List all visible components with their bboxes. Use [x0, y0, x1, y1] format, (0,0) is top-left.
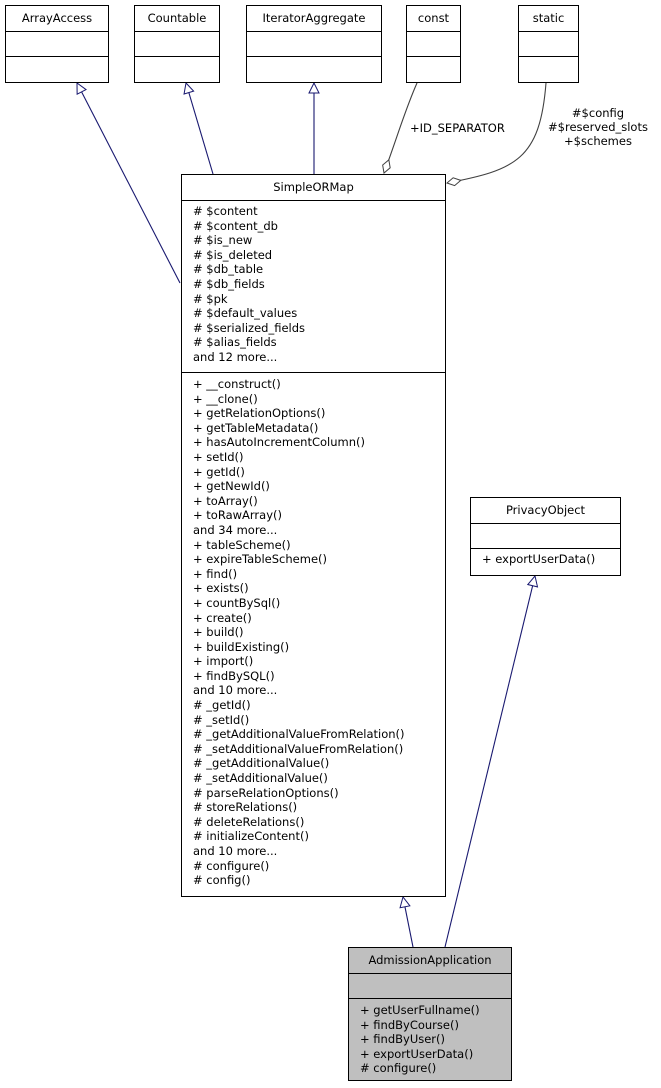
class-box-countable[interactable]: Countable — [134, 5, 220, 83]
methods-section: + __construct()+ __clone()+ getRelationO… — [182, 373, 445, 890]
method-line: + findByUser() — [360, 1032, 446, 1047]
method-line: + buildExisting() — [193, 639, 290, 654]
method-line: and 10 more... — [193, 683, 278, 698]
method-line: # initializeContent() — [193, 829, 309, 844]
methods-section — [247, 57, 381, 82]
inherit-arrow-countable — [186, 83, 214, 175]
class-box-simple-orm-map[interactable]: SimpleORMap # $content# $content_db# $is… — [181, 174, 446, 897]
method-line: # _getAdditionalValue() — [193, 756, 330, 771]
class-name: PrivacyObject — [471, 498, 620, 524]
attribute-line: # $serialized_fields — [193, 320, 306, 335]
method-line: + toArray() — [193, 493, 258, 508]
method-line: # _getAdditionalValueFromRelation() — [193, 727, 405, 742]
inherit-arrow-array-access — [77, 83, 181, 284]
class-box-static[interactable]: static — [518, 5, 579, 83]
class-name: SimpleORMap — [182, 175, 445, 201]
attributes-section — [519, 32, 578, 57]
method-line: # _getId() — [193, 698, 251, 713]
method-line: + findBySQL() — [193, 668, 275, 683]
method-line: + getRelationOptions() — [193, 406, 326, 421]
attributes-section — [135, 32, 219, 57]
method-line: + getId() — [193, 464, 245, 479]
attributes-section — [349, 974, 511, 999]
attribute-line: # $alias_fields — [193, 335, 277, 350]
class-box-admission-application[interactable]: AdmissionApplication + getUserFullname()… — [348, 947, 512, 1081]
method-line: + find() — [193, 566, 238, 581]
class-name: Countable — [135, 6, 219, 32]
method-line: + expireTableScheme() — [193, 552, 327, 567]
class-box-iterator-aggregate[interactable]: IteratorAggregate — [246, 5, 382, 83]
attributes-section — [6, 32, 108, 57]
static-edge-label-line: #$config — [571, 106, 625, 120]
methods-section — [519, 57, 578, 82]
attribute-line: # $is_new — [193, 233, 253, 248]
method-line: + countBySql() — [193, 595, 281, 610]
use-edge-static — [446, 82, 547, 187]
method-line: and 10 more... — [193, 844, 278, 858]
methods-section — [135, 57, 219, 82]
inherit-arrow-privacy-object — [444, 576, 535, 948]
attribute-line: and 12 more... — [193, 349, 278, 364]
method-line: and 34 more... — [193, 522, 278, 537]
class-name: IteratorAggregate — [247, 6, 381, 32]
class-name: const — [407, 6, 460, 32]
class-name: AdmissionApplication — [349, 948, 511, 974]
method-line: # configure() — [360, 1061, 437, 1076]
method-line: + exists() — [193, 581, 249, 596]
attribute-line: # $pk — [193, 291, 228, 306]
attributes-section — [407, 32, 460, 57]
method-line: # configure() — [193, 858, 270, 873]
class-box-array-access[interactable]: ArrayAccess — [5, 5, 109, 83]
method-line: + getTableMetadata() — [193, 420, 319, 435]
method-line: # parseRelationOptions() — [193, 785, 339, 800]
class-name: static — [519, 6, 578, 32]
static-edge-label-line: +$schemes — [564, 134, 632, 148]
methods-section — [6, 57, 108, 82]
method-line: + tableScheme() — [193, 537, 291, 552]
method-line: + findByCourse() — [360, 1017, 459, 1032]
class-box-const[interactable]: const — [406, 5, 461, 83]
attributes-section: # $content# $content_db# $is_new# $is_de… — [182, 201, 445, 373]
method-line: + create() — [193, 610, 252, 625]
method-line: + exportUserData() — [482, 552, 596, 566]
method-line: # storeRelations() — [193, 800, 298, 815]
attribute-line: # $content_db — [193, 218, 278, 233]
methods-section: + exportUserData() — [471, 549, 620, 569]
static-edge-label-line: #$reserved_slots — [548, 120, 648, 134]
static-edge-label: #$config #$reserved_slots +$schemes — [538, 106, 658, 148]
attribute-line: # $db_table — [193, 262, 264, 277]
class-box-privacy-object[interactable]: PrivacyObject + exportUserData() — [470, 497, 621, 576]
const-edge-label: +ID_SEPARATOR — [410, 121, 505, 135]
attribute-line: # $is_deleted — [193, 247, 273, 262]
attribute-line: # $default_values — [193, 306, 298, 321]
method-line: + hasAutoIncrementColumn() — [193, 435, 365, 450]
method-line: + getUserFullname() — [360, 1003, 480, 1017]
method-line: + import() — [193, 654, 254, 669]
method-line: + build() — [193, 625, 244, 640]
inherit-arrow-simple-orm-map — [403, 897, 414, 948]
methods-section — [407, 57, 460, 82]
method-line: + getNewId() — [193, 479, 270, 494]
attribute-line: # $content — [193, 204, 258, 218]
method-line: # config() — [193, 873, 251, 888]
attributes-section — [471, 524, 620, 549]
method-line: # _setAdditionalValue() — [193, 771, 328, 786]
method-line: + exportUserData() — [360, 1046, 474, 1061]
method-line: + __clone() — [193, 391, 258, 406]
method-line: + __construct() — [193, 377, 281, 391]
method-line: + toRawArray() — [193, 508, 282, 523]
attribute-line: # $db_fields — [193, 276, 265, 291]
method-line: # _setId() — [193, 712, 250, 727]
method-line: # deleteRelations() — [193, 814, 305, 829]
attributes-section — [247, 32, 381, 57]
method-line: + setId() — [193, 449, 244, 464]
methods-section: + getUserFullname()+ findByCourse()+ fin… — [349, 999, 511, 1078]
use-edge-const — [382, 82, 418, 174]
class-name: ArrayAccess — [6, 6, 108, 32]
method-line: # _setAdditionalValueFromRelation() — [193, 741, 404, 756]
